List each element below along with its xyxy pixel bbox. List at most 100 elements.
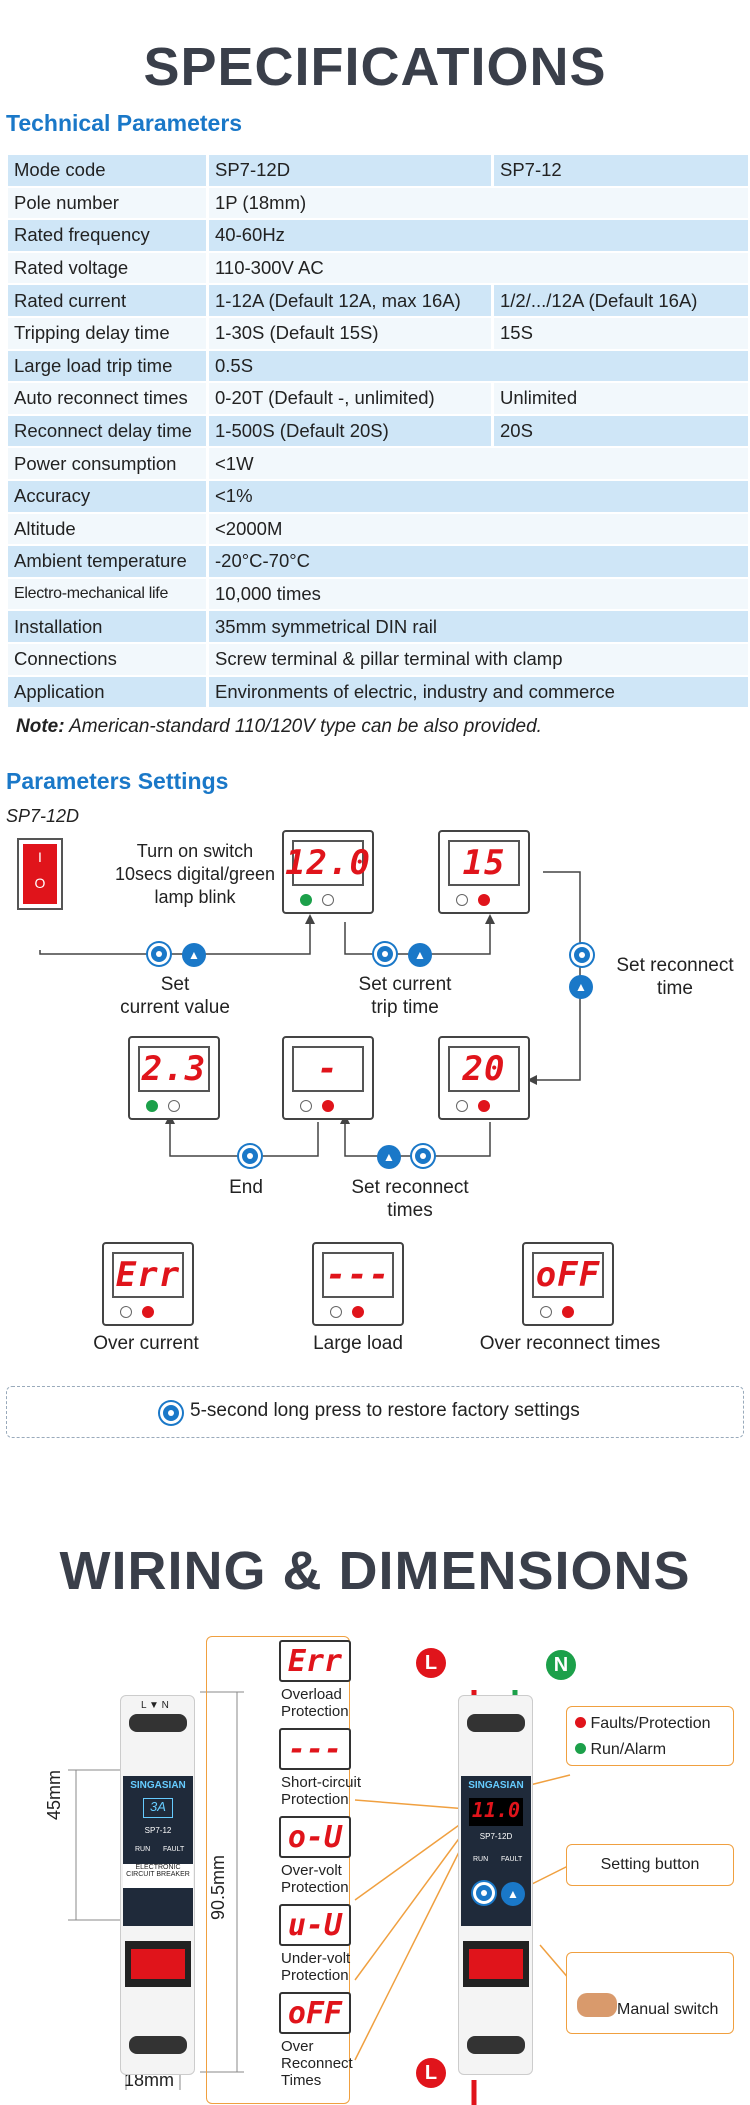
spec-value: SP7-12D [206,155,491,186]
protection-label: Over Reconnect Times [281,2038,353,2089]
terminal-label: L ▼ N [141,1700,169,1711]
protection-code: u-U [279,1904,351,1946]
spec-label: Electro-mechanical life [8,578,206,610]
spec-value: <2000M [206,513,748,545]
spec-value: 1-500S (Default 20S) [206,415,491,447]
run-lamp [300,894,312,906]
terminal-screws [467,1714,525,1732]
set-gear-icon [571,944,593,966]
breaker-right: SINGASIAN 11.0 SP7-12D RUN FAULT ▲ [458,1695,533,2075]
spec-label: Power consumption [8,448,206,479]
spec-value-alt: 15S [491,317,748,349]
display-text: - [317,1049,339,1089]
breaker-left: L ▼ N SINGASIAN 3A SP7-12 RUN FAULT ELEC… [120,1695,195,2075]
spec-row: Ambient temperature-20°C-70°C [8,546,748,577]
parameters-settings-heading: Parameters Settings [6,768,229,794]
front-panel: SINGASIAN 3A SP7-12 RUN FAULT ELECTRONIC… [123,1776,193,1926]
technical-parameters-heading: Technical Parameters [6,110,243,136]
spec-label: Reconnect delay time [8,415,206,447]
page-title: SPECIFICATIONS [143,37,607,97]
spec-value-alt: Unlimited [491,383,748,414]
spec-label: Altitude [8,513,206,545]
up-arrow-icon[interactable]: ▲ [501,1882,525,1906]
run-lamp [330,1306,342,1318]
spec-value-alt: 20S [491,415,748,447]
note-text: American-standard 110/120V type can be a… [64,716,542,737]
dim-45: 45mm [44,1769,64,1820]
green-dot-icon [575,1743,586,1754]
set-trip-label: Set current trip time [358,974,452,1018]
set-gear-icon [412,1145,434,1167]
protection-code: oFF [279,1992,351,2034]
run-lamp [456,894,468,906]
spec-value: 110-300V AC [206,252,748,284]
spec-value: 40-60Hz [206,220,748,251]
manual-switch [125,1941,191,1987]
run-label: Run/Alarm [590,1741,667,1758]
spec-label: Rated voltage [8,252,206,284]
spec-row: Power consumption<1W [8,448,748,479]
protection-code: o-U [279,1816,351,1858]
protection-label: Over-volt Protection [281,1862,349,1896]
display-text: 15 [462,843,506,883]
protection-code: --- [279,1728,351,1770]
spec-value: 1-12A (Default 12A, max 16A) [206,285,491,316]
over-current-label: Over current [93,1333,199,1354]
display-large-load: --- [312,1242,404,1326]
protection-code: Err [279,1640,351,1682]
fault-lamp [168,1100,180,1112]
set-gear-icon [239,1145,261,1167]
protection-label: Short-circuit Protection [281,1774,362,1808]
up-arrow-icon: ▲ [569,975,593,999]
spec-value: 0-20T (Default -, unlimited) [206,383,491,414]
set-gear-icon [148,943,170,965]
fault-lamp [322,894,334,906]
fault-lamp [562,1306,574,1318]
set-gear-icon [374,943,396,965]
run-lamp [300,1100,312,1112]
terminal-screws [129,1714,187,1732]
set-gear-icon [160,1402,182,1424]
display-trip-time: 15 [438,830,530,914]
protection-label: Under-volt Protection [281,1950,351,1984]
spec-label: Accuracy [8,480,206,512]
restore-text: 5-second long press to restore factory s… [190,1400,580,1421]
display-reconnect-time: 20 [438,1036,530,1120]
end-label: End [229,1177,263,1198]
model: SP7-12D [479,1832,513,1841]
terminal-screws [467,2036,525,2054]
spec-row: Accuracy<1% [8,480,748,512]
wiring-title: WIRING & DIMENSIONS [59,1541,691,1601]
set-reconnect-times-label: Set reconnect times [351,1177,469,1221]
manual-switch[interactable] [463,1941,529,1987]
spec-label: Mode code [8,155,206,186]
spec-label: Large load trip time [8,350,206,382]
note: Note: American-standard 110/120V type ca… [16,716,542,738]
display-text: oFF [535,1255,601,1295]
manual-switch-label: Manual switch [617,2001,719,2018]
run-lamp [120,1306,132,1318]
spec-value: <1% [206,480,748,512]
large-load-label: Large load [313,1333,403,1354]
status-callout: Faults/Protection Run/Alarm [566,1706,734,1766]
setting-button-callout: Setting button [566,1844,734,1886]
set-gear-icon[interactable] [473,1882,495,1904]
run-lamp [146,1100,158,1112]
model: SP7-12 [144,1826,172,1835]
spec-label: Installation [8,611,206,642]
spec-value: Screw terminal & pillar terminal with cl… [206,643,748,675]
display-text: 2.3 [141,1049,207,1089]
fault-lamp [352,1306,364,1318]
run-lamp [456,1100,468,1112]
